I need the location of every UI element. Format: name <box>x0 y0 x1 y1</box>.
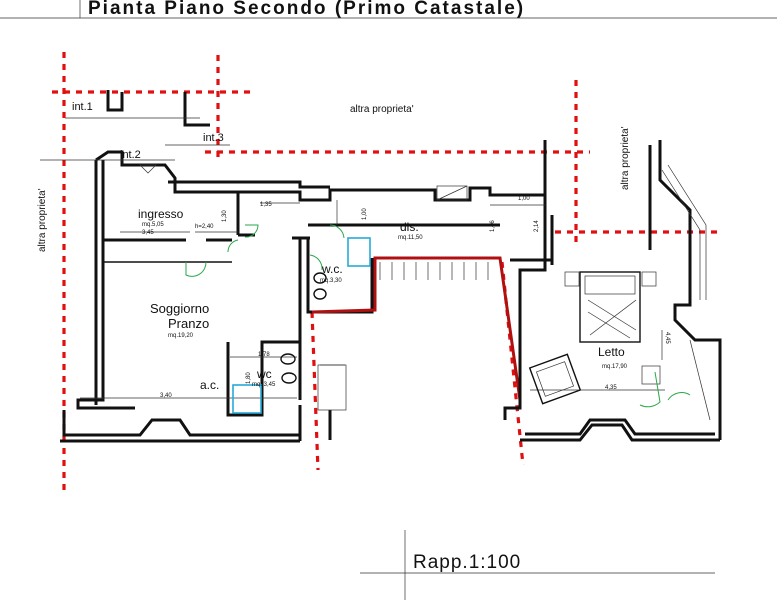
dim-340: 3,40 <box>160 393 172 399</box>
dim-146: 1,46 <box>490 220 496 232</box>
scale-label: Rapp.1:100 <box>413 552 521 573</box>
room-ac-name: a.c. <box>200 378 219 392</box>
dim-435: 4,35 <box>605 385 617 391</box>
staircase <box>379 185 489 280</box>
label-altra-left: altra proprieta' <box>37 188 48 252</box>
fixtures <box>232 237 371 414</box>
doors <box>185 224 691 408</box>
bed <box>564 271 657 343</box>
label-altra-right: altra proprieta' <box>620 126 631 190</box>
dim-214: 2,14 <box>534 220 540 232</box>
room-ingresso-name: ingresso <box>138 207 184 221</box>
plan-title: Pianta Piano Secondo (Primo Catastale) <box>88 0 525 19</box>
room-letto-name: Letto <box>598 345 625 359</box>
detail-lines <box>40 117 711 421</box>
room-pranzo-name: Pranzo <box>168 316 209 331</box>
room-wc-upper-area: mq.3,30 <box>320 278 342 284</box>
room-ingresso-area: mq.5,05 <box>142 222 164 228</box>
armchair <box>528 353 661 405</box>
room-wc-lower-name: wc <box>256 367 272 381</box>
room-wc-upper-name: w.c. <box>321 262 343 276</box>
dimensions: 3,45 h=2,40 1,35 1,30 1,00 1,46 1,00 2,1… <box>142 196 670 399</box>
dim-h240: h=2,40 <box>195 224 214 230</box>
dim-178: 1,78 <box>258 352 270 358</box>
label-altra-top: altra proprieta' <box>350 104 414 115</box>
label-int3: int.3 <box>203 132 224 144</box>
label-int2: int.2 <box>120 149 141 161</box>
label-int1: int.1 <box>72 101 93 113</box>
dim-130: 1,30 <box>222 210 228 222</box>
room-soggiorno-area: mq.19,20 <box>168 333 194 339</box>
property-boundaries <box>52 52 722 495</box>
room-wc-lower-area: mq. 3,45 <box>252 382 276 388</box>
room-dis-area: mq.11,50 <box>398 235 423 241</box>
dim-180: 1,80 <box>246 372 252 384</box>
room-dis-name: dis. <box>400 220 419 234</box>
dim-445: 4,45 <box>664 332 670 344</box>
dim-100b: 1,00 <box>518 196 530 202</box>
room-soggiorno-name: Soggiorno <box>150 301 209 316</box>
dim-100a: 1,00 <box>362 208 368 220</box>
dim-135: 1,35 <box>260 202 272 208</box>
dim-345: 3,45 <box>142 230 154 236</box>
room-letto-area: mq.17,90 <box>602 364 628 370</box>
walls <box>60 90 722 443</box>
